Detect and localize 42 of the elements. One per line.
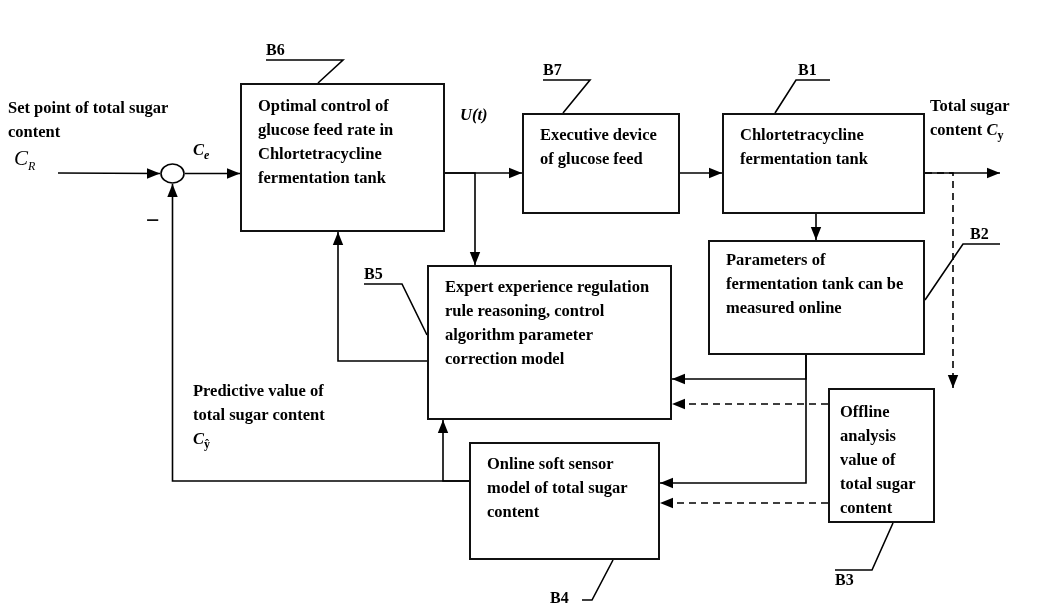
box-text: Chlortetracycline fermentation tank [740, 124, 869, 170]
box-text: Online soft sensor model of total sugar content [487, 453, 629, 523]
reference-label: B3 [835, 570, 867, 590]
reference-label: B1 [798, 60, 830, 80]
leader-line [924, 243, 1001, 301]
process-box [722, 113, 925, 214]
leader-line [774, 79, 831, 114]
process-box [522, 113, 680, 214]
arrow [332, 231, 428, 362]
box-text: Parameters of fermentation tank can be measured online [726, 249, 905, 319]
process-box [469, 442, 660, 560]
process-box [828, 388, 935, 523]
dashed-arrow [671, 398, 829, 410]
arrow [444, 172, 481, 266]
math-symbol: C$_{R}$ [13, 146, 36, 175]
box-text: Optimal control of glucose feed rate in Chlortetracycline fermentation tank [258, 95, 395, 189]
annotation-text: Set point of total sugar content [8, 97, 170, 143]
leader-line [265, 59, 346, 84]
arrow [437, 419, 470, 482]
minus-sign: − [146, 210, 160, 230]
reference-label: B7 [543, 60, 575, 80]
process-box [240, 83, 445, 232]
box-text: Expert experience regulation rule reasoning, control algorithm parameter correction model [445, 276, 651, 370]
reference-label: B5 [364, 264, 396, 284]
box-text: Offline analysis value of total sugar content [840, 401, 917, 519]
arrow [810, 213, 822, 241]
arrow [659, 354, 807, 489]
box-text: Executive device of glucose feed [540, 124, 658, 170]
process-box [427, 265, 672, 420]
leader-line [542, 79, 592, 114]
leader-line [834, 522, 894, 571]
arrow [57, 168, 161, 179]
dashed-arrow [659, 497, 829, 509]
leader-line [363, 283, 428, 336]
reference-label: B2 [970, 224, 1002, 244]
process-box [708, 240, 925, 355]
arrow [924, 167, 1001, 179]
arrow [184, 168, 241, 179]
reference-label: B4 [550, 588, 582, 608]
reference-label: B6 [266, 40, 298, 60]
arrow [679, 167, 723, 179]
leader-line [581, 559, 614, 601]
